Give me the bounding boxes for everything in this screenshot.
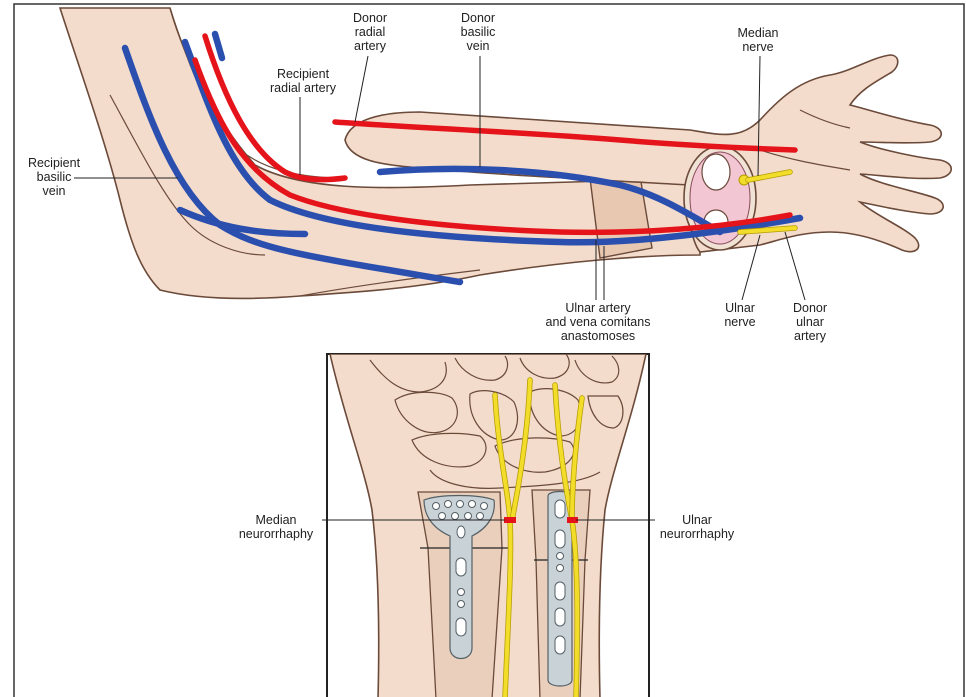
label-donor-basilic-vein-line3: vein [467,39,490,53]
label-donor-radial-artery-line3: artery [354,39,387,53]
label-recipient-basilic-vein-line1: Recipient [28,156,81,170]
label-ulnar-anastomoses-line3: anastomoses [561,329,635,343]
label-donor-radial-artery-line1: Donor [353,11,387,25]
label-recipient-radial-artery-line2: radial artery [270,81,337,95]
label-donor-ulnar-artery-line1: Donor [793,301,827,315]
label-median-neurorrhaphy-line1: Median [256,513,297,527]
label-donor-radial-artery-line2: radial [355,25,386,39]
label-ulnar-anastomoses-line2: and vena comitans [546,315,651,329]
label-median-nerve-line1: Median [738,26,779,40]
median-neurorrhaphy-mark [504,517,516,523]
label-recipient-radial-artery-line1: Recipient [277,67,330,81]
radius-bone-section [702,154,730,190]
label-median-neurorrhaphy-line2: neurorrhaphy [239,527,314,541]
label-recipient-basilic-vein-line2: basilic [37,170,72,184]
label-ulnar-nerve-line2: nerve [724,315,755,329]
label-donor-basilic-vein-line1: Donor [461,11,495,25]
label-donor-basilic-vein-line2: basilic [461,25,496,39]
label-ulnar-neurorrhaphy-line2: neurorrhaphy [660,527,735,541]
label-donor-ulnar-artery-line2: ulnar [796,315,824,329]
label-ulnar-anastomoses-line1: Ulnar artery [565,301,631,315]
label-ulnar-neurorrhaphy-line1: Ulnar [682,513,712,527]
label-recipient-basilic-vein-line3: vein [43,184,66,198]
label-ulnar-nerve-line1: Ulnar [725,301,755,315]
label-donor-ulnar-artery-line3: artery [794,329,827,343]
label-median-nerve-line2: nerve [742,40,773,54]
wrist-detail-panel [327,354,649,697]
